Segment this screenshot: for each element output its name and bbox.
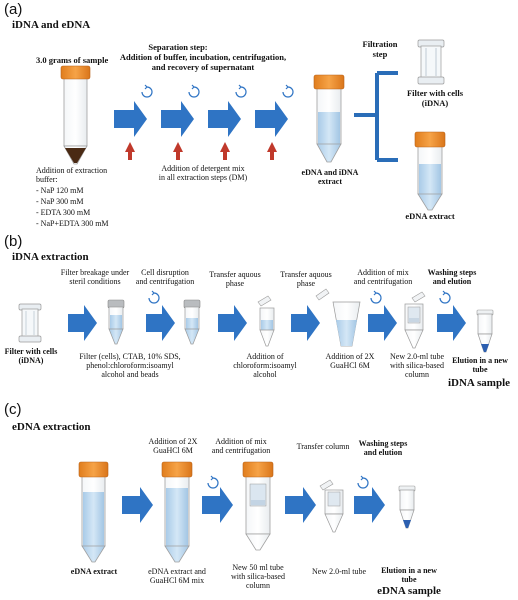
section-c-letter: (c) [4, 401, 22, 418]
section-b-title: iDNA extraction [12, 251, 89, 263]
edna-extract-label-a: eDNA extract [405, 211, 455, 221]
elution-tube-c [398, 485, 416, 529]
c-bottom-mix: eDNA extract and GuaHCl 6M mix [148, 567, 206, 586]
c-bottom-elution: Elution in a new tube [381, 566, 437, 585]
microtube-1 [257, 295, 275, 347]
guahcl-mix-tube-c [161, 461, 193, 563]
extract-label: eDNA and iDNA extract [301, 168, 359, 187]
step-label-transfer-1: Transfer aquous phase [209, 270, 261, 289]
process-arrows-a [114, 101, 288, 137]
bottom-label-reagents: Filter (cells), CTAB, 10% SDS, phenol:ch… [79, 352, 181, 380]
buffer-item: - NaP 300 mM [36, 197, 84, 206]
step-label-cell-disruption: Cell disruption and centrifugation [135, 268, 195, 287]
elution-tube-b [476, 309, 494, 353]
mix-swirl-icons-b [148, 290, 451, 304]
extract-tube [313, 74, 345, 163]
bottom-label-chloroform: Addition of chloroform:isoamyl alcohol [233, 352, 297, 380]
c-step-label-washing: Washing steps and elution [358, 439, 408, 458]
process-arrows-c [122, 487, 385, 523]
extraction-buffer-label: Addition of extraction buffer: [36, 166, 108, 185]
separation-title: Separation step: [148, 42, 208, 52]
process-arrows-b [68, 305, 466, 341]
buffer-item: - EDTA 300 mM [36, 208, 91, 217]
mix-swirl-icons-a [141, 84, 294, 98]
detergent-label: Addition of detergent mix in all extract… [158, 164, 248, 183]
section-c-title: eDNA extraction [12, 421, 91, 433]
filtration-bracket [354, 71, 398, 162]
filter-cells-label-a: Filter with cells (iDNA) [406, 88, 464, 108]
step-label-filter-breakage: Filter breakage under steril conditions [60, 268, 130, 287]
edna-sample-label: eDNA sample [377, 585, 441, 597]
section-a-letter: (a) [4, 1, 23, 18]
section-b-letter: (b) [4, 233, 23, 250]
c-step-label-transfer: Transfer column [296, 442, 350, 451]
c-step-label-mix: Addition of mix and centrifugation [211, 437, 271, 456]
column-tube-b [404, 291, 426, 349]
filter-unit-a [417, 39, 445, 85]
filter-unit-b [18, 303, 42, 343]
column-tube-c [242, 461, 274, 551]
bottom-label-new-tube: New 2.0-ml tube with silica-based column [390, 352, 444, 380]
conical-tube-b [315, 288, 361, 347]
mix-swirl-icons-c [207, 475, 369, 489]
detergent-red-arrows [125, 142, 277, 160]
step-label-transfer-2: Transfer aquous phase [280, 270, 332, 289]
buffer-item: - NaP 120 mM [36, 186, 84, 195]
edna-extract-tube-c [78, 461, 109, 563]
sample-tube [60, 65, 91, 165]
microtube-c [319, 479, 344, 533]
c-bottom-new-tube: New 2.0-ml tube [312, 567, 366, 576]
bottom-label-guahcl: Addition of 2X GuaHCl 6M [325, 352, 375, 371]
c-bottom-edna-extract: eDNA extract [70, 567, 118, 576]
separation-desc: Addition of buffer, incubation, centrifu… [119, 52, 287, 72]
step-label-washing: Washing steps and elution [427, 268, 477, 287]
bead-tube-1 [107, 299, 125, 345]
c-step-label-guahcl: Addition of 2X GuaHCl 6M [148, 437, 198, 456]
c-bottom-column: New 50 ml tube with silica-based column [231, 563, 285, 591]
step-label-mix-centrifuge: Addition of mix and centrifugation [353, 268, 413, 287]
buffer-item: - NaP+EDTA 300 mM [36, 219, 109, 228]
section-a-title: iDNA and eDNA [12, 19, 91, 31]
bottom-label-elution: Elution in a new tube [452, 356, 508, 375]
bead-tube-2 [183, 299, 201, 345]
filtration-step-label: Filtration step [362, 39, 398, 59]
filter-cells-label-b: Filter with cells (iDNA) [4, 347, 58, 366]
sample-label: 3.0 grams of sample [36, 55, 109, 65]
idna-sample-label: iDNA sample [447, 377, 511, 389]
edna-extract-tube-a [414, 131, 446, 211]
